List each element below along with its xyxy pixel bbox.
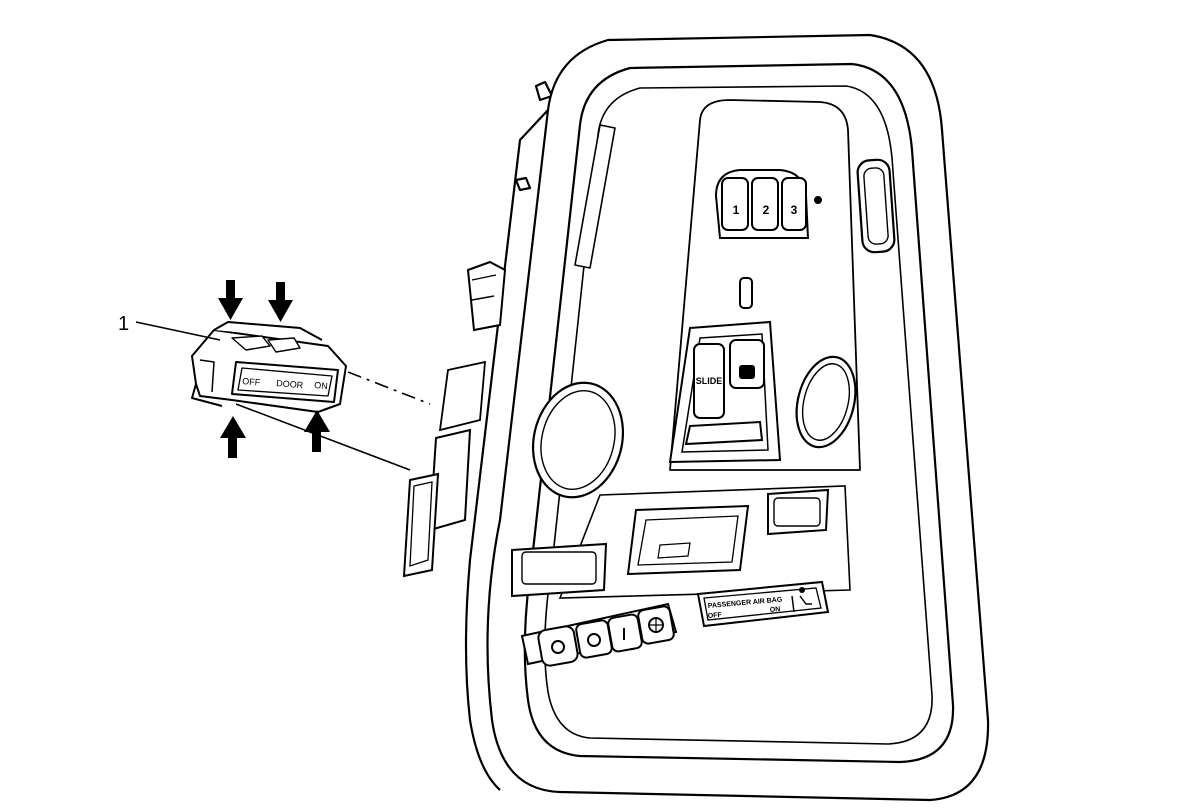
sunroof-slide-label: SLIDE bbox=[696, 376, 723, 386]
arrow-up-icon bbox=[304, 410, 330, 452]
callout-number: 1 bbox=[118, 313, 129, 335]
memory-label-1: 1 bbox=[733, 203, 740, 217]
arrow-down-icon bbox=[268, 282, 293, 322]
arrow-up-icon bbox=[220, 416, 246, 458]
side-connectors bbox=[402, 260, 507, 578]
arrow-down-icon bbox=[218, 280, 243, 320]
switch-on-label: ON bbox=[314, 380, 328, 391]
dome-lamp-switch: OFF DOOR ON bbox=[191, 321, 347, 413]
callout-1: 1 bbox=[118, 313, 221, 341]
lamp-icon bbox=[551, 640, 565, 654]
memory-button-1 bbox=[721, 177, 749, 231]
memory-label-3: 3 bbox=[791, 203, 798, 217]
center-slot bbox=[739, 277, 753, 309]
switch-off-label: OFF bbox=[242, 376, 261, 388]
memory-buttons: 1 2 3 bbox=[714, 169, 822, 239]
memory-button-2 bbox=[751, 177, 779, 231]
sunroof-switch: SLIDE bbox=[668, 320, 782, 464]
airbag-occupant-icon bbox=[799, 587, 805, 593]
switch-door-label: DOOR bbox=[276, 378, 304, 390]
speakers bbox=[531, 355, 857, 499]
alignment-lines bbox=[235, 371, 431, 471]
release-tab-arrows bbox=[218, 280, 330, 458]
memory-label-2: 2 bbox=[763, 203, 770, 217]
dome-icon bbox=[587, 633, 601, 647]
airbag-on-label: ON bbox=[770, 606, 781, 614]
passenger-airbag-indicator: PASSENGER AIR BAG OFF ON bbox=[696, 580, 830, 628]
bottom-button-strip bbox=[520, 602, 678, 667]
lower-lamp-row bbox=[511, 485, 851, 599]
memory-button-3 bbox=[781, 177, 807, 231]
airbag-off-label: OFF bbox=[708, 612, 723, 620]
